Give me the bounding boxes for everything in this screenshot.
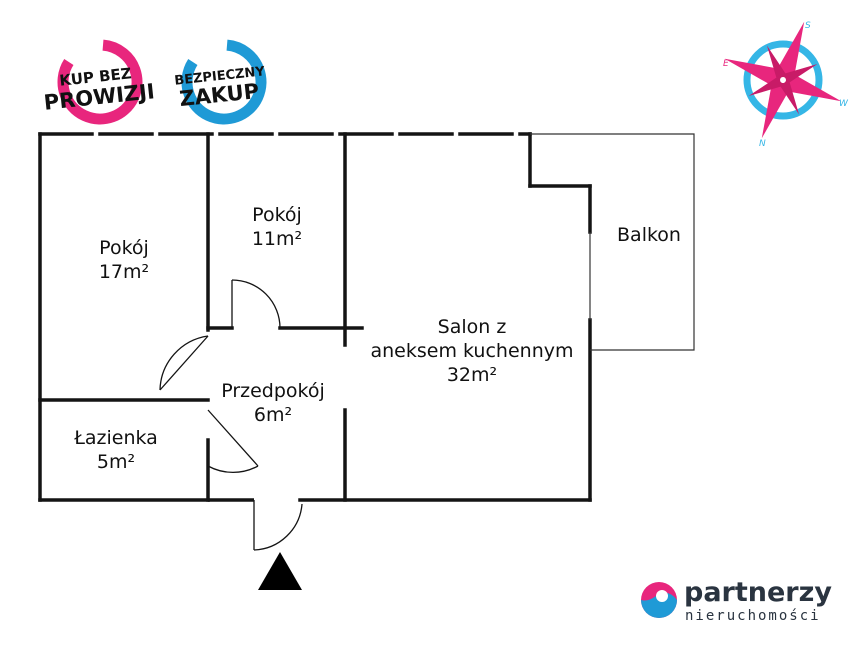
- compass-north: N: [759, 139, 766, 149]
- bathroom: Łazienka 5m²: [73, 427, 158, 473]
- room-large-name: Pokój: [99, 237, 149, 259]
- compass-west: W: [839, 99, 849, 109]
- balcony: Balkon: [617, 224, 681, 246]
- entrance-arrow: [258, 552, 302, 590]
- partnerzy-logo: partnerzy nieruchomości: [641, 577, 832, 624]
- logo-name: partnerzy: [684, 577, 832, 608]
- door-entrance-arc: [253, 503, 303, 551]
- living-room-area: 32m²: [447, 364, 497, 386]
- door-small-room-arc: [231, 279, 281, 329]
- living-room-line1: Salon z: [438, 316, 507, 338]
- no-commission-badge: KUP BEZ PROWIZJI: [43, 39, 156, 125]
- bathroom-name: Łazienka: [73, 427, 158, 449]
- room-small: Pokój 11m²: [252, 204, 302, 250]
- compass-south: S: [805, 21, 811, 31]
- badge-ring-blue: [181, 39, 267, 125]
- bathroom-area: 5m²: [97, 451, 135, 473]
- badge-ring-pink: [57, 39, 143, 125]
- living-room: Salon z aneksem kuchennym 32m²: [371, 316, 574, 386]
- hallway-name: Przedpokój: [221, 380, 325, 402]
- compass-ring: [743, 40, 823, 120]
- door-bathroom-arc: [207, 465, 259, 473]
- door-bathroom-leaf: [207, 409, 259, 467]
- compass-rose: S E W N: [723, 21, 849, 149]
- hallway-area: 6m²: [254, 404, 292, 426]
- walls: [38, 132, 592, 502]
- doors: [159, 279, 303, 551]
- compass-east: E: [723, 59, 729, 69]
- balcony-outline: [530, 133, 695, 351]
- room-small-name: Pokój: [252, 204, 302, 226]
- logo-tagline: nieruchomości: [685, 608, 821, 624]
- balcony-name: Balkon: [617, 224, 681, 246]
- room-small-area: 11m²: [252, 228, 302, 250]
- thin-lines: [530, 133, 695, 351]
- living-room-line2: aneksem kuchennym: [371, 340, 574, 362]
- room-large-area: 17m²: [99, 261, 149, 283]
- room-large: Pokój 17m²: [99, 237, 149, 283]
- door-large-room-arc: [159, 335, 209, 391]
- door-large-room-leaf: [159, 335, 209, 391]
- logo-mark: [641, 582, 677, 618]
- hallway: Przedpokój 6m²: [221, 380, 325, 426]
- safe-purchase-badge: BEZPIECZNY ZAKUP: [174, 39, 267, 125]
